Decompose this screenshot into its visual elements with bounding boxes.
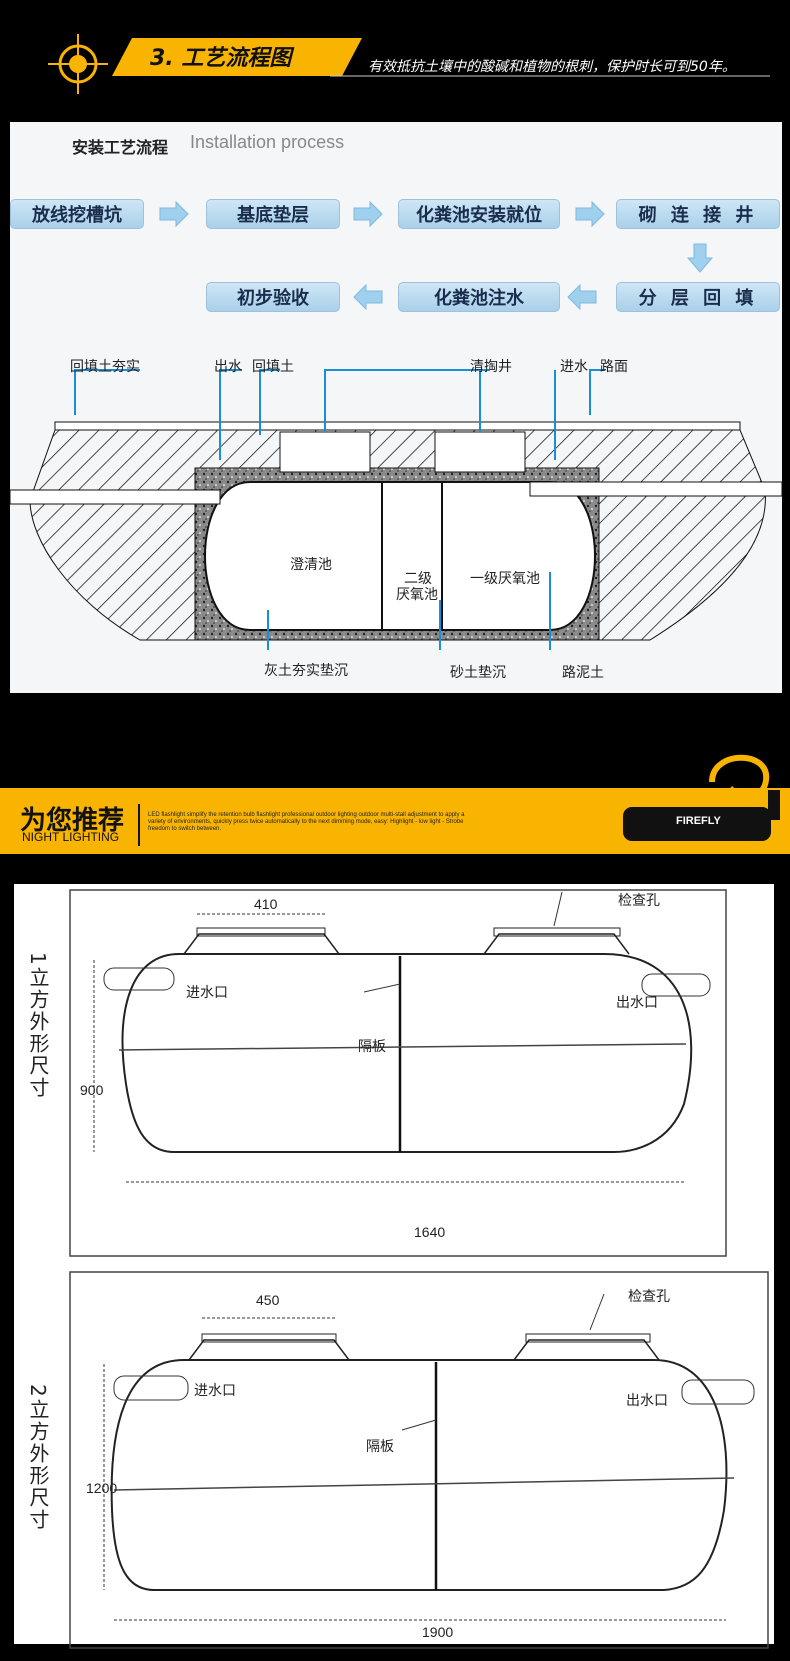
drawing-1-side-label: 1立方外形尺寸 (26, 952, 50, 1099)
drawing-2-length-dim: 1900 (422, 1624, 454, 1640)
step-4: 砌 连 接 井 (616, 199, 780, 229)
brand-logo: FIREFLY (676, 815, 721, 827)
title-banner (112, 38, 362, 76)
step-5: 分 层 回 填 (616, 282, 780, 312)
step-6: 化粪池注水 (398, 282, 560, 312)
arrow-right-icon (353, 200, 383, 228)
drawing-2-top-dim: 450 (256, 1292, 280, 1308)
drawing-1-height-dim: 900 (80, 1082, 104, 1098)
recommend-title: 为您推荐 (20, 806, 125, 836)
drawing-2-outlet: 出水口 (626, 1393, 668, 1409)
label-cleanout: 清掏井 (470, 359, 512, 375)
arrow-left-icon (567, 283, 597, 311)
recommend-title-en: NIGHT LIGHTING (22, 830, 120, 844)
step-3: 化粪池安装就位 (398, 199, 560, 229)
divider (138, 804, 140, 846)
tank-drawing-1 (69, 889, 727, 1257)
flashlight-icon (621, 754, 780, 843)
section-title: 3. 工艺流程图 (150, 46, 292, 71)
label-outlet: 出水 (214, 359, 242, 375)
label-road-soil: 路泥土 (562, 665, 604, 681)
arrow-left-icon (353, 283, 383, 311)
arrow-down-icon (686, 243, 714, 273)
drawing-2-height-dim: 1200 (86, 1480, 118, 1496)
label-primary: 一级厌氧池 (470, 571, 540, 587)
drawing-1-inlet: 进水口 (186, 985, 228, 1001)
label-backfill: 回填土 (252, 359, 294, 375)
target-icon (48, 34, 108, 94)
label-clarifier: 澄清池 (290, 557, 332, 573)
section-subtitle: 有效抵抗土壤中的酸碱和植物的根刺，保护时长可到50年。 (368, 59, 736, 75)
title-underline (330, 75, 770, 77)
step-1: 放线挖槽坑 (10, 199, 144, 229)
installation-title-en: Installation process (190, 132, 345, 152)
drawing-2-inlet: 进水口 (194, 1383, 236, 1399)
drawing-1-outlet: 出水口 (616, 995, 658, 1011)
drawing-1-top-dim: 410 (254, 896, 278, 912)
recommend-description: LED flashlight simplify the retention bu… (148, 812, 465, 832)
flow-arrows (159, 200, 714, 311)
drawing-1-length-dim: 1640 (414, 1224, 446, 1240)
label-secondary-1: 二级 (404, 571, 432, 587)
drawing-2-side-label: 2立方外形尺寸 (26, 1384, 50, 1531)
drawing-2-partition: 隔板 (366, 1439, 394, 1455)
dimension-drawings (14, 884, 774, 1644)
label-lime-base: 灰土夯实垫沉 (264, 663, 348, 679)
section-diagram (10, 369, 782, 650)
label-road: 路面 (600, 359, 628, 375)
tank-drawing-2 (69, 1271, 769, 1649)
label-backfill-compact: 回填土夯实 (70, 359, 140, 375)
step-7: 初步验收 (206, 282, 340, 312)
arrow-right-icon (159, 200, 189, 228)
drawing-2-inspection: 检查孔 (628, 1289, 670, 1305)
drawing-1-partition: 隔板 (358, 1039, 386, 1055)
label-secondary-2: 厌氧池 (396, 587, 438, 603)
label-sand-base: 砂土垫沉 (450, 665, 506, 681)
drawing-1-inspection: 检查孔 (618, 893, 660, 909)
label-inlet: 进水 (560, 359, 588, 375)
arrow-right-icon (575, 200, 605, 228)
installation-title: 安装工艺流程 (72, 138, 169, 157)
step-2: 基底垫层 (206, 199, 340, 229)
